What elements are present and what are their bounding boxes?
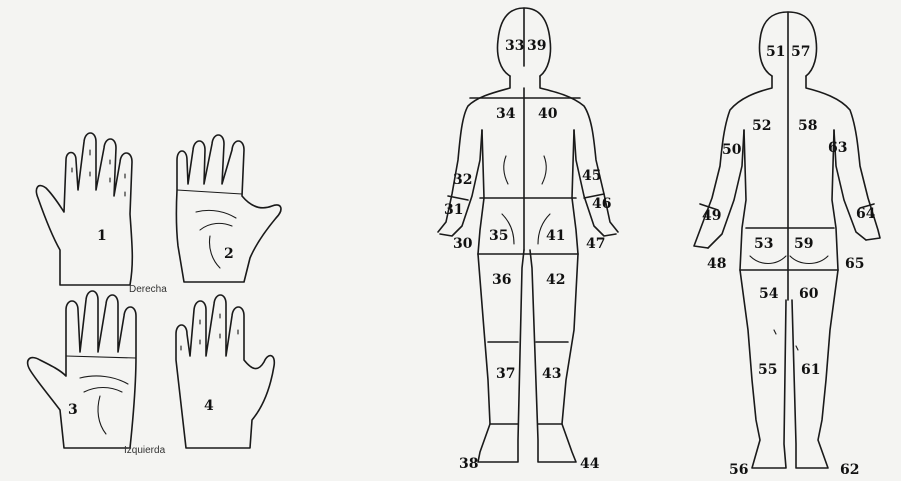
front-region-36-label: 36	[492, 272, 511, 288]
hand-region-1-label: 1	[97, 228, 107, 244]
back-region-56-label: 56	[729, 462, 748, 478]
front-region-31-label: 31	[444, 202, 463, 218]
front-region-45-label: 45	[582, 168, 601, 184]
front-region-46-label: 46	[592, 196, 611, 212]
back-region-58-label: 58	[798, 118, 817, 134]
front-region-43-label: 43	[542, 366, 561, 382]
front-region-37-label: 37	[496, 366, 515, 382]
back-region-61-label: 61	[801, 362, 820, 378]
back-region-62-label: 62	[840, 462, 859, 478]
back-region-52-label: 52	[752, 118, 771, 134]
hand-4-outline	[176, 295, 274, 448]
back-region-50-label: 50	[722, 142, 742, 158]
back-region-53-label: 53	[754, 236, 773, 252]
back-region-64-label: 64	[856, 206, 876, 222]
back-region-63-label: 63	[828, 140, 847, 156]
front-body-outline	[438, 8, 618, 462]
front-region-39-label: 39	[527, 38, 546, 54]
front-region-33-label: 33	[505, 38, 524, 54]
front-region-35-label: 35	[489, 228, 508, 244]
front-region-38-label: 38	[459, 456, 478, 472]
front-region-40-label: 40	[538, 106, 558, 122]
back-region-49-label: 49	[702, 208, 721, 224]
front-region-41-label: 41	[546, 228, 565, 244]
back-region-48-label: 48	[707, 256, 726, 272]
back-region-59-label: 59	[794, 236, 813, 252]
hand-1-outline	[36, 133, 132, 285]
back-region-60-label: 60	[799, 286, 819, 302]
back-region-55-label: 55	[758, 362, 777, 378]
hand-3-outline	[28, 291, 136, 448]
front-region-47-label: 47	[586, 236, 605, 252]
hand-region-2-label: 2	[224, 246, 234, 262]
hand-region-4-label: 4	[204, 398, 214, 414]
front-region-42-label: 42	[546, 272, 565, 288]
back-region-54-label: 54	[759, 286, 779, 302]
front-region-30-label: 30	[453, 236, 473, 252]
back-region-65-label: 65	[845, 256, 864, 272]
back-region-57-label: 57	[791, 44, 810, 60]
back-body-outline	[694, 12, 880, 468]
front-region-44-label: 44	[580, 456, 600, 472]
front-region-34-label: 34	[496, 106, 516, 122]
right-hand-caption: Derecha	[129, 284, 167, 295]
back-region-51-label: 51	[766, 44, 785, 60]
left-hand-caption: Izquierda	[124, 445, 166, 456]
front-region-32-label: 32	[453, 172, 472, 188]
hand-region-3-label: 3	[68, 402, 78, 418]
